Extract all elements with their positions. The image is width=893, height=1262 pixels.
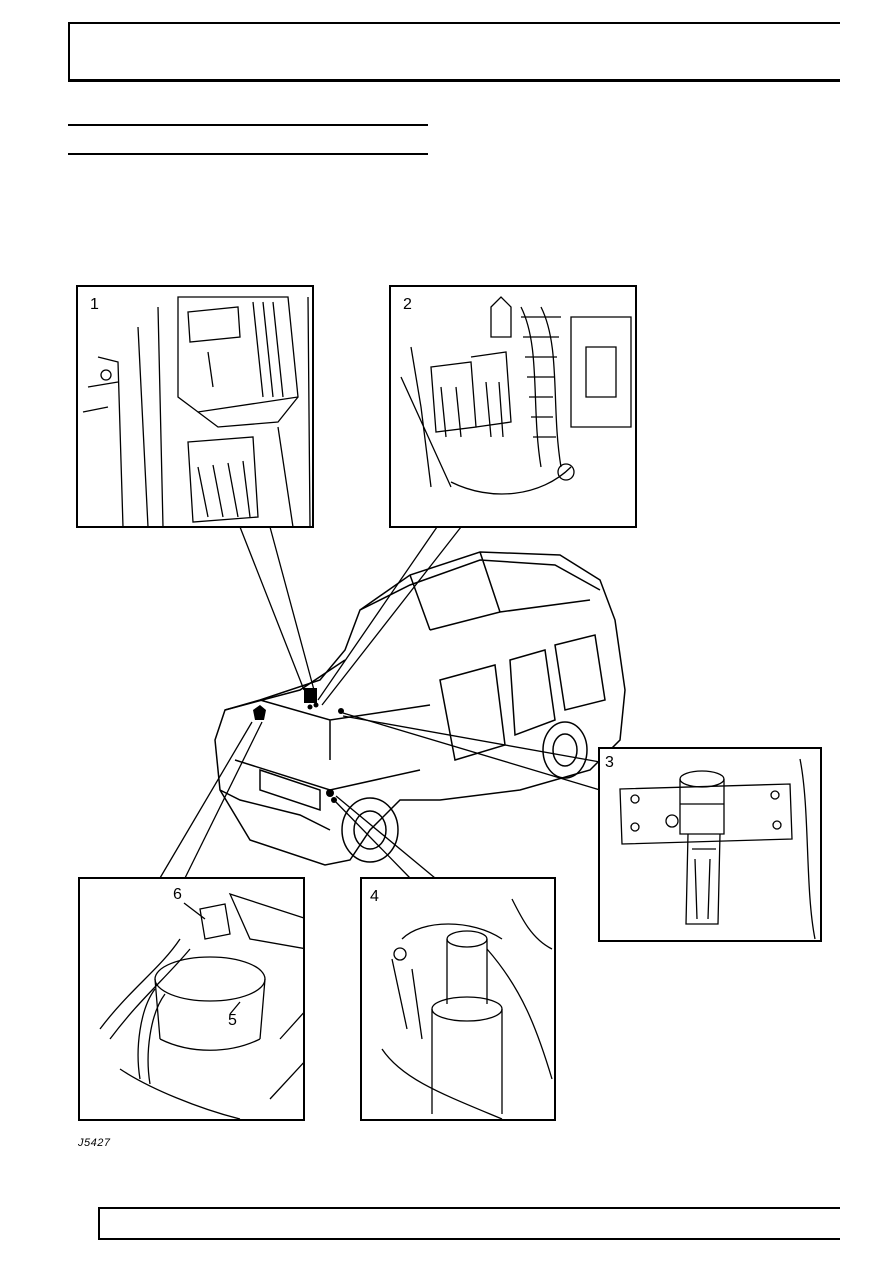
callout-5: 5 [228,1012,237,1029]
detail-panel-3: 3 [598,747,822,942]
panel-label-3: 3 [605,754,614,771]
detail-panel-1: 1 [76,285,314,528]
relay-connectors-drawing [400,296,632,495]
panel-label-4: 4 [370,888,379,905]
filter-housing-drawing [99,892,303,1119]
section-rule-top [68,124,428,126]
page-header-box [68,22,840,82]
sensor-bracket-drawing [619,758,816,940]
detail-panel-2: 2 [389,285,637,528]
detail-panel-6: 6 5 [78,877,305,1121]
panel-label-1: 1 [90,296,99,313]
ecu-module-drawing [82,296,311,526]
figure-code: J5427 [78,1137,111,1149]
page-footer-box [98,1207,840,1240]
fuel-filter-drawing [381,898,553,1119]
section-rule-bottom [68,153,428,155]
detail-panel-4: 4 [360,877,556,1121]
callout-6: 6 [173,886,182,903]
panel-label-2: 2 [403,296,412,313]
